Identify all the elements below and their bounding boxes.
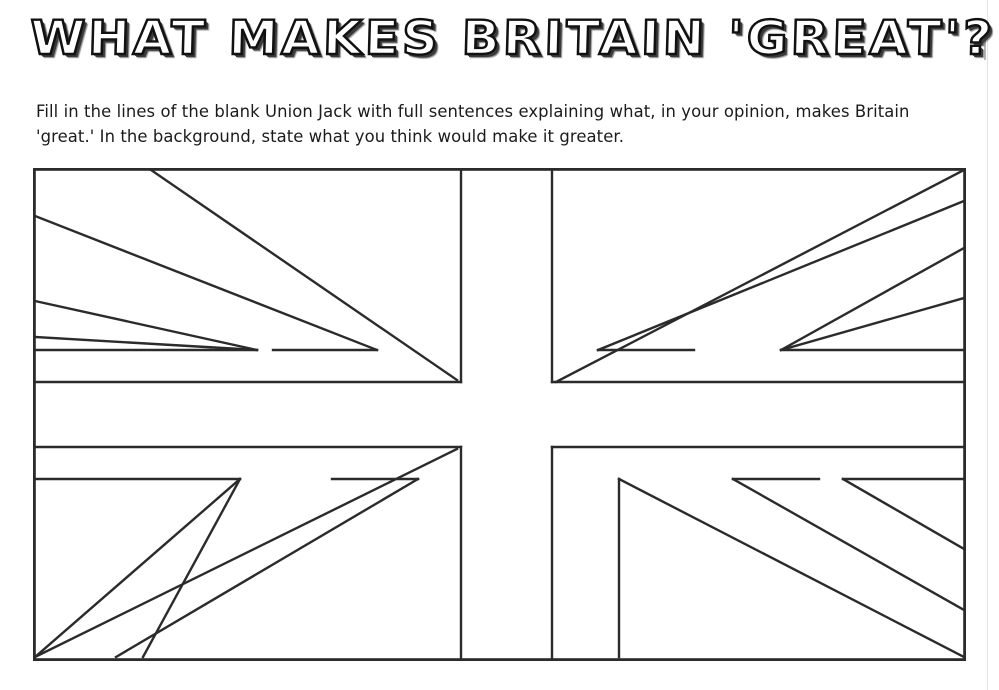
union-jack-flag[interactable] bbox=[33, 168, 966, 661]
flag-line-tl-diag-3 bbox=[33, 299, 259, 352]
flag-line-tr-diag-1 bbox=[554, 168, 966, 384]
flag-line-tr-diag-4 bbox=[779, 296, 966, 352]
flag-line-tr-diag-3 bbox=[779, 246, 966, 352]
instructions-text: Fill in the lines of the blank Union Jac… bbox=[36, 102, 910, 146]
flag-line-tl-diag-2 bbox=[33, 214, 379, 352]
page-edge-mark bbox=[984, 22, 986, 60]
flag-line-bl-diag-3 bbox=[141, 477, 242, 659]
flag-line-br-diag-2 bbox=[731, 477, 966, 612]
flag-line-bl-diag-1 bbox=[33, 447, 459, 659]
flag-line-bl-diag-2 bbox=[114, 477, 420, 659]
page-title-text: WHAT MAKES BRITAIN 'GREAT'? bbox=[28, 10, 997, 67]
flag-line-br-diag-1 bbox=[617, 477, 966, 659]
page-edge-line bbox=[987, 0, 988, 690]
flag-line-tl-diag-4 bbox=[33, 335, 259, 352]
flag-line-bl-diag-4 bbox=[33, 477, 242, 659]
flag-line-tl-diag-1 bbox=[149, 168, 459, 382]
flag-outer-border bbox=[33, 168, 966, 661]
page-title: WHAT MAKES BRITAIN 'GREAT'? bbox=[28, 8, 997, 80]
flag-line-tr-diag-2 bbox=[596, 199, 966, 352]
flag-line-br-diag-3 bbox=[841, 477, 966, 551]
union-jack-svg bbox=[33, 168, 966, 661]
